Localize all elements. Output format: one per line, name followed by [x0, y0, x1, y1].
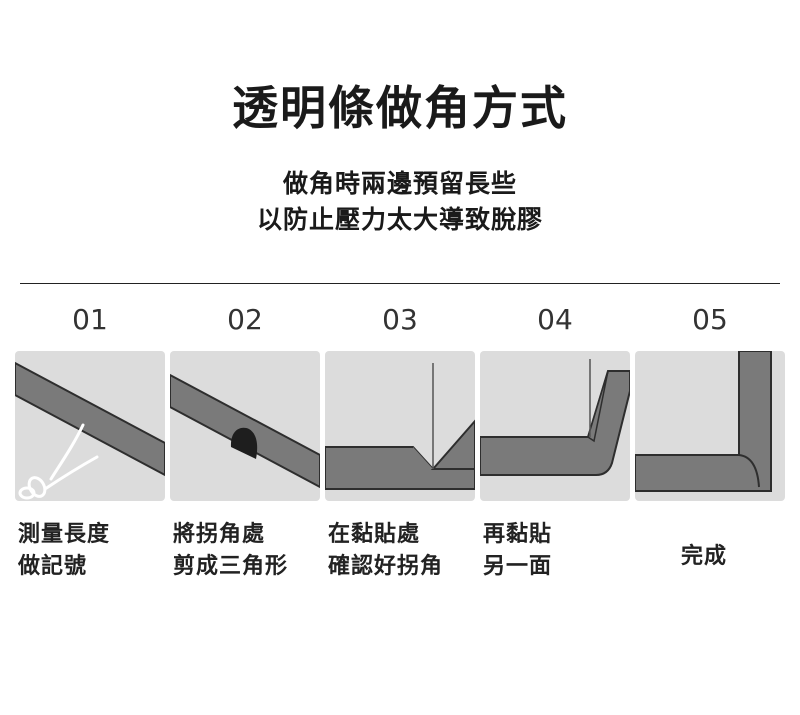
step-3-illustration [325, 351, 475, 501]
step-number-1: 01 [72, 303, 108, 336]
subtitle-line-1: 做角時兩邊預留長些 [282, 169, 517, 198]
step-5-illustration [635, 351, 785, 501]
step-2-caption: 將拐角處 剪成三角形 [173, 522, 289, 579]
scissors-icon [18, 423, 99, 500]
divider-line [20, 283, 780, 284]
subtitle-line-2: 以防止壓力太大導致脫膠 [256, 205, 543, 234]
step-number-5: 05 [692, 303, 728, 336]
step-4-illustration [480, 351, 630, 501]
step-number-2: 02 [227, 303, 263, 336]
step-number-3: 03 [382, 303, 418, 336]
step-1-caption: 測量長度 做記號 [18, 522, 111, 579]
step-number-4: 04 [537, 303, 573, 336]
step-2-illustration [170, 351, 320, 501]
step-1-illustration [15, 351, 165, 501]
step-5-caption: 完成 [681, 544, 728, 569]
page-title: 透明條做角方式 [232, 81, 568, 135]
notch-cutout [230, 427, 258, 459]
step-3-caption: 在黏貼處 確認好拐角 [328, 522, 444, 579]
step-4-caption: 再黏貼 另一面 [483, 522, 553, 579]
